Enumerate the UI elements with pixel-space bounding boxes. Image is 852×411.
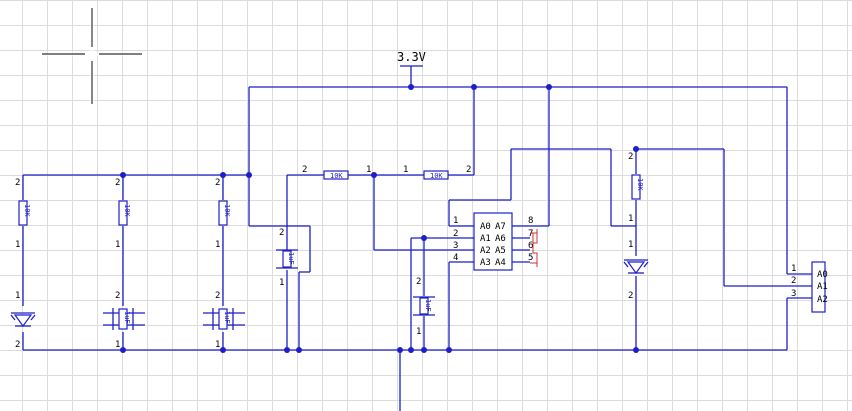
power-label: 3.3V [397,50,426,64]
ic-pin-label: A3 [480,258,491,268]
ic-chip[interactable]: 1 2 3 4 A0 A1 A2 A3 A7 A6 A5 A4 8 7 6 5 [453,212,538,271]
pin-number: 1 [115,240,120,250]
pin-number: 1 [366,165,371,175]
pin-number: 1 [403,165,408,175]
ic-pin-number: 3 [453,241,458,251]
pin-number: 1 [215,240,220,250]
ic-pin-number: 7 [528,229,533,239]
capacitor-value: 1uF [287,252,295,265]
header-connector[interactable]: 1 2 3 A0 A1 A2 [791,261,828,313]
pin-number: 1 [15,291,20,301]
pin-number: 2 [215,178,220,188]
resistor-r1[interactable]: 10K 2 1 [15,178,31,250]
button-value: 1uF [123,311,131,324]
no-connect-markers [530,232,538,264]
pin-number: 1 [15,240,20,250]
resistor-r3[interactable]: 10K 2 1 [215,178,231,250]
pin-number: 1 [215,340,220,350]
connector-pin-number: 1 [791,264,796,274]
ic-pin-number: 2 [453,229,458,239]
resistor-value: 10K [223,204,231,217]
pin-number: 2 [628,291,633,301]
pin-number: 2 [466,165,471,175]
pin-number: 1 [628,214,633,224]
pushbutton-sw2[interactable]: 1uF 2 1 [203,291,245,350]
power-supply-symbol[interactable]: 3.3V [397,50,426,87]
pin-number: 2 [115,178,120,188]
capacitor-c1[interactable]: 1uF 2 1 [276,228,298,288]
pin-number: 2 [302,165,307,175]
pin-number: 1 [416,327,421,337]
resistor-r4[interactable]: 10K 2 1 [302,165,371,180]
pushbutton-sw1[interactable]: 1uF 2 1 [103,291,145,350]
ic-pin-number: 5 [528,253,533,263]
ic-pin-label: A7 [495,222,506,232]
crosshair-cursor-icon [42,8,142,104]
connector-pin-number: 3 [791,289,796,299]
pin-number: 1 [279,278,284,288]
ic-pin-label: A4 [495,258,506,268]
pin-number: 1 [628,240,633,250]
pin-number: 2 [15,178,20,188]
wires[interactable] [22,86,812,411]
capacitor-c2[interactable]: 1uF 2 1 [413,277,435,337]
ic-pin-number: 8 [528,216,533,226]
resistor-value: 10K [330,172,343,180]
connector-pin-label: A1 [817,282,828,292]
ic-pin-label: A2 [480,246,491,256]
resistor-r6[interactable]: 10K 2 1 [628,152,644,224]
resistor-r5[interactable]: 10K 1 2 [403,165,471,180]
ic-pin-label: A5 [495,246,506,256]
led-d2[interactable]: 1 2 [623,240,649,301]
connector-pin-number: 2 [791,276,796,286]
resistor-value: 10K [430,172,443,180]
resistor-value: 10K [23,204,31,217]
ic-pin-label: A0 [480,222,491,232]
pin-number: 2 [15,340,20,350]
pin-number: 2 [279,228,284,238]
led-d1[interactable]: 1 2 [10,291,36,350]
pin-number: 2 [628,152,633,162]
resistor-value: 10K [636,178,644,191]
pin-number: 1 [115,340,120,350]
ic-pin-number: 4 [453,253,458,263]
ic-pin-label: A6 [495,234,506,244]
connector-pin-label: A2 [817,295,828,305]
resistor-value: 10K [123,204,131,217]
resistor-r2[interactable]: 10K 2 1 [115,178,131,250]
capacitor-value: 1uF [424,299,432,312]
connector-pin-label: A0 [817,270,828,280]
junction-nodes [120,84,639,353]
ic-pin-number: 6 [528,241,533,251]
button-value: 1uF [223,311,231,324]
pin-number: 2 [115,291,120,301]
pin-number: 2 [215,291,220,301]
pin-number: 2 [416,277,421,287]
ic-pin-label: A1 [480,234,491,244]
ic-pin-number: 1 [453,216,458,226]
